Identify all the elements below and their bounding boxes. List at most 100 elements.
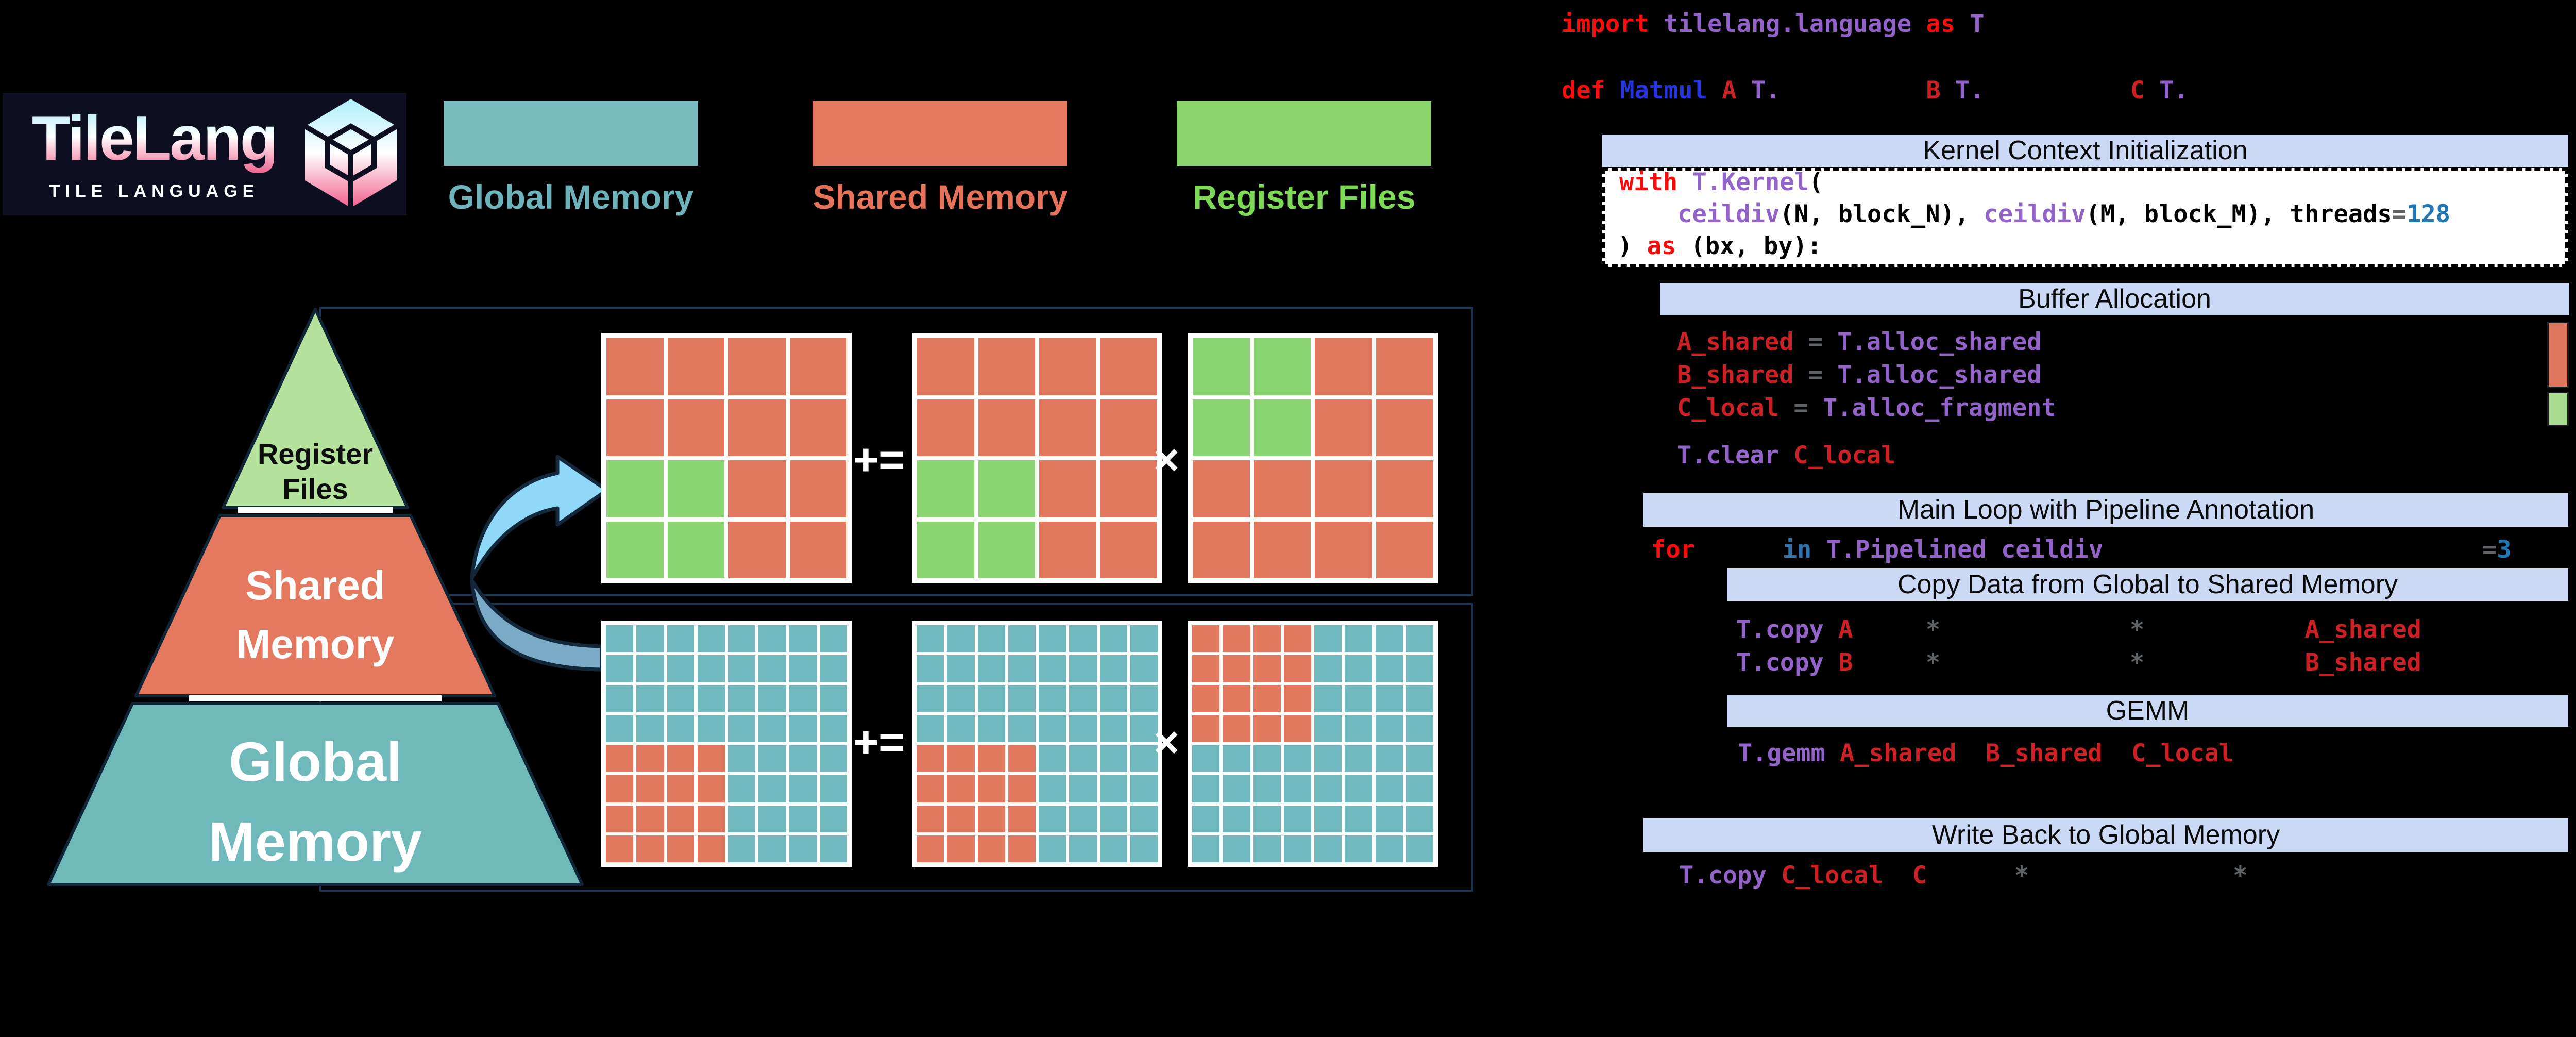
matrix-cell [789, 835, 817, 862]
matrix-cell [728, 625, 756, 653]
matrix-cell [758, 745, 786, 773]
matrix-cell [1039, 338, 1096, 395]
matrix-cell [1405, 835, 1433, 862]
matrix-cell [697, 655, 725, 682]
code-line-import: import tilelang.language as T [1562, 9, 1985, 40]
code-token [1985, 76, 2130, 105]
matrix-cell [1315, 460, 1372, 517]
matrix-cell [1130, 715, 1158, 742]
matrix-cell [1130, 775, 1158, 802]
memory-transfer-cycle-arrow [470, 455, 609, 672]
code-line-def-matmul: def Matmul A T. B T. C T. [1562, 75, 2189, 106]
matrix-cell [1315, 399, 1372, 456]
pyramid-label-register: Register [258, 438, 373, 470]
code-token: T.copy [1679, 861, 1782, 890]
matrix-cell [1069, 835, 1097, 862]
code-token [1853, 615, 1925, 644]
matrix-cell [947, 775, 975, 802]
matrix-cell [819, 655, 847, 682]
matrix-cell [758, 775, 786, 802]
pyramid-label-global: Global [229, 730, 402, 793]
matrix-cell [697, 775, 725, 802]
code-token [1619, 200, 1677, 228]
matrix-cell [1345, 655, 1372, 682]
matrix-cell [1314, 625, 1342, 653]
code-line-ceildiv-args: ceildiv(N, block_N), ceildiv(M, block_M)… [1619, 199, 2450, 230]
matrix-cell [1008, 715, 1036, 742]
matrix-cell [1405, 745, 1433, 773]
code-token: B [1926, 76, 1956, 105]
matrix-cell [1130, 625, 1158, 653]
code-token: = [1808, 328, 1838, 356]
matrix-cell [728, 805, 756, 832]
matrix-cell [1345, 715, 1372, 742]
matrix-cell [977, 625, 1005, 653]
code-line-for-pipelined: for in T.Pipelined ceildiv =3 [1651, 534, 2512, 565]
pyramid-label-shared: Shared [245, 562, 385, 608]
code-token: T.alloc_fragment [1822, 394, 2056, 422]
matrix-cell [1069, 625, 1097, 653]
matrix-cell [789, 625, 817, 653]
code-token: as [1647, 232, 1691, 260]
matrix-cell [1375, 805, 1403, 832]
code-token: T.alloc_shared [1837, 328, 2042, 356]
code-token: C_local [1793, 441, 1896, 470]
matrix-cell [1253, 745, 1281, 773]
matrix-cell [1375, 715, 1403, 742]
matrix-cell [1069, 745, 1097, 773]
matrix-cell [728, 745, 756, 773]
matrix-cell [1130, 835, 1158, 862]
matrix-cell [978, 460, 1035, 517]
code-token: T. [2159, 76, 2189, 105]
code-token [1940, 648, 2130, 677]
matrix-cell [819, 625, 847, 653]
matrix-cell [1008, 685, 1036, 712]
matrix-cell [947, 625, 975, 653]
matrix-cell [606, 835, 634, 862]
matrix-cell [977, 715, 1005, 742]
matrix-cell [1223, 685, 1250, 712]
matrix-cell [606, 460, 664, 517]
matrix-cell [1283, 745, 1311, 773]
matrix-global-a [912, 621, 1162, 867]
matrix-cell [1008, 805, 1036, 832]
matrix-cell [978, 521, 1035, 578]
code-token: = [2392, 200, 2407, 228]
matrix-cell [1099, 625, 1127, 653]
matrix-cell [1345, 835, 1372, 862]
matrix-cell [947, 835, 975, 862]
matrix-cell [606, 338, 664, 395]
matrix-cell [917, 745, 944, 773]
matrix-cell [1283, 775, 1311, 802]
code-token: C_local [1677, 394, 1794, 422]
matrix-cell [1193, 399, 1250, 456]
code-token: A_shared [2304, 615, 2421, 644]
matrix-cell [1345, 775, 1372, 802]
matrix-cell [1223, 655, 1250, 682]
matrix-cell [1223, 715, 1250, 742]
matrix-cell [1039, 460, 1096, 517]
matrix-cell [917, 715, 944, 742]
matrix-cell [977, 775, 1005, 802]
matrix-cell [1008, 835, 1036, 862]
tilelang-logo: TileLang TILE LANGUAGE [3, 93, 406, 215]
code-line-gemm: T.gemm A_shared B_shared C_local [1738, 738, 2233, 769]
matrix-cell [1375, 685, 1403, 712]
matrix-cell [1099, 715, 1127, 742]
matrix-cell [947, 685, 975, 712]
code-token: * [2130, 648, 2145, 677]
matrix-cell [636, 775, 664, 802]
logo-subtitle: TILE LANGUAGE [49, 181, 260, 201]
code-token: = [1808, 361, 1838, 389]
matrix-cell [1345, 745, 1372, 773]
matrix-cell [1405, 685, 1433, 712]
matrix-cell [1192, 745, 1220, 773]
code-token [1927, 861, 2014, 890]
register-usage-bar [2547, 392, 2569, 426]
matrix-cell [789, 685, 817, 712]
section-header-main-loop: Main Loop with Pipeline Annotation [1643, 493, 2568, 529]
matrix-cell [1192, 625, 1220, 653]
code-token: in [1782, 536, 1826, 564]
matrix-cell [1314, 775, 1342, 802]
matrix-cell [1039, 655, 1066, 682]
